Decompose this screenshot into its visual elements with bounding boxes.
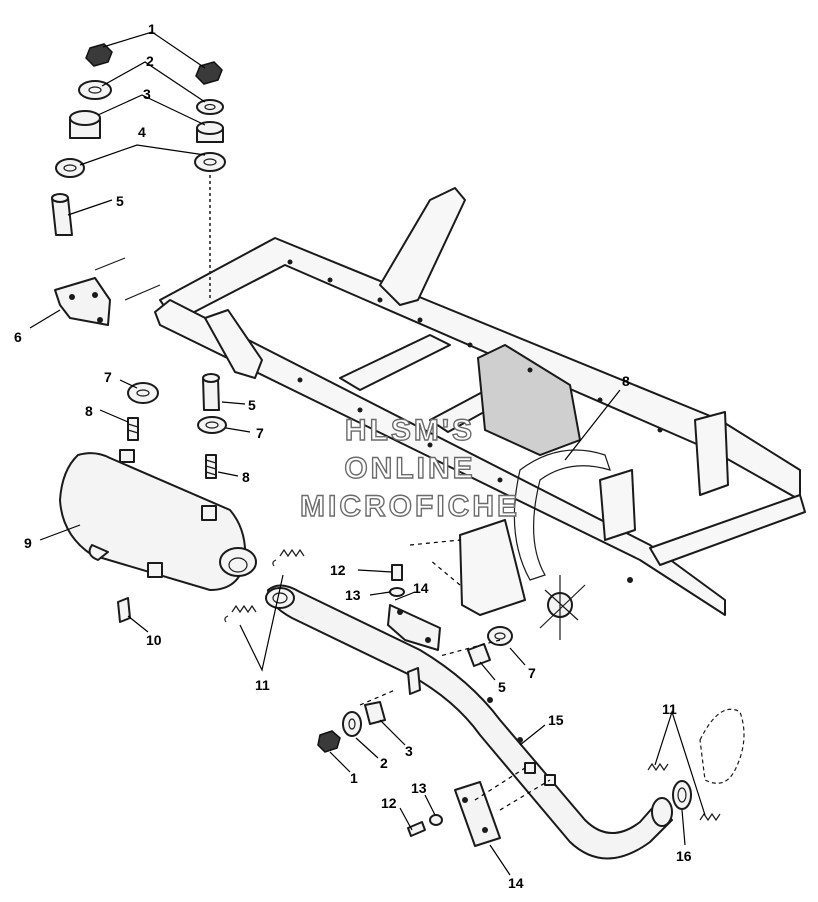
callout-label: 16 [676, 848, 692, 864]
callout-label: 7 [528, 665, 536, 681]
muffler [59, 449, 257, 623]
callout-label: 12 [381, 795, 397, 811]
leader-lines [29, 31, 706, 876]
nut-icon [85, 43, 113, 67]
nut-icon [317, 730, 341, 753]
callout-label: 7 [256, 425, 264, 441]
hardware-pipe-mount [467, 626, 513, 667]
frame-lower-bracket [459, 519, 526, 616]
callout-label: 2 [380, 755, 388, 771]
bolt-icon [117, 597, 131, 623]
washer-icon [429, 814, 443, 826]
hardware-stack-center [194, 61, 227, 479]
callout-label: 13 [411, 780, 427, 796]
grommet-icon [197, 416, 227, 434]
callout-label: 11 [255, 677, 270, 693]
bolt-icon [407, 821, 426, 837]
callout-label: 1 [148, 21, 156, 37]
callout-label: 11 [662, 701, 677, 717]
exhaust-springs-left [224, 548, 305, 623]
watermark-line-3: MICROFICHE [300, 490, 520, 523]
hardware-stack-left [51, 43, 113, 236]
bolt-icon [391, 564, 403, 581]
exhaust-springs-right [647, 708, 745, 822]
engine-exhaust-port [699, 708, 745, 784]
watermark-line-1: HLSM'S [345, 414, 475, 447]
bolt-icon [127, 417, 139, 441]
hardware-lower-stack [317, 701, 386, 753]
callout-label: 1 [350, 770, 358, 786]
callout-label: 14 [508, 875, 524, 891]
frame-mount-lug [204, 309, 263, 379]
gasket-icon [672, 780, 692, 810]
frame-hub [539, 575, 586, 640]
spring-icon [699, 812, 721, 822]
callout-label: 7 [104, 369, 112, 385]
nut-icon [195, 61, 223, 85]
sleeve-icon [51, 197, 73, 236]
callout-label: 9 [24, 535, 32, 551]
callout-label: 6 [14, 329, 22, 345]
callout-label: 12 [330, 562, 346, 578]
callout-label: 8 [85, 403, 93, 419]
washer-icon [196, 99, 224, 115]
callout-label: 3 [405, 743, 413, 759]
grommet-icon [194, 152, 226, 172]
callout-label: 8 [242, 469, 250, 485]
spring-icon [279, 548, 305, 558]
grommet-icon [55, 158, 85, 178]
hardware-pipe-upper [389, 564, 405, 597]
sleeve-icon [467, 643, 491, 667]
callout-label: 5 [498, 679, 506, 695]
hardware-left-lower [127, 382, 159, 441]
washer-icon [389, 587, 405, 597]
frame-curved-guard [513, 449, 611, 581]
watermark: HLSM'S ONLINE MICROFICHE [299, 413, 520, 523]
frame-upright-bracket [379, 187, 466, 306]
grommet-icon [127, 382, 159, 404]
callout-label: 13 [345, 587, 361, 603]
callout-label: 3 [143, 86, 151, 102]
frame-cross-member-1 [339, 334, 451, 391]
callout-label: 15 [548, 712, 564, 728]
watermark-line-2: ONLINE [344, 452, 475, 485]
spacer-icon [364, 701, 386, 725]
callout-label: 5 [248, 397, 256, 413]
callout-label: 4 [138, 124, 146, 140]
washer-icon [342, 711, 362, 737]
spring-icon [647, 762, 669, 772]
muffler-bracket [54, 257, 161, 326]
pipe-bracket-upper [387, 604, 441, 695]
callout-label: 2 [146, 53, 154, 69]
frame-cross-member-3 [649, 494, 806, 566]
frame-right-post [599, 469, 636, 541]
callout-labels: 1 2 3 4 5 6 7 8 5 7 8 8 9 10 11 12 13 14… [14, 21, 692, 891]
callout-label: 14 [413, 580, 429, 596]
frame-assembly [154, 187, 806, 640]
callout-label: 5 [116, 193, 124, 209]
callout-label: 10 [146, 632, 162, 648]
callout-label: 8 [622, 373, 630, 389]
grommet-icon [487, 626, 513, 646]
frame-holes [287, 259, 663, 583]
frame-rear-post [694, 411, 729, 496]
spring-icon [231, 604, 257, 614]
